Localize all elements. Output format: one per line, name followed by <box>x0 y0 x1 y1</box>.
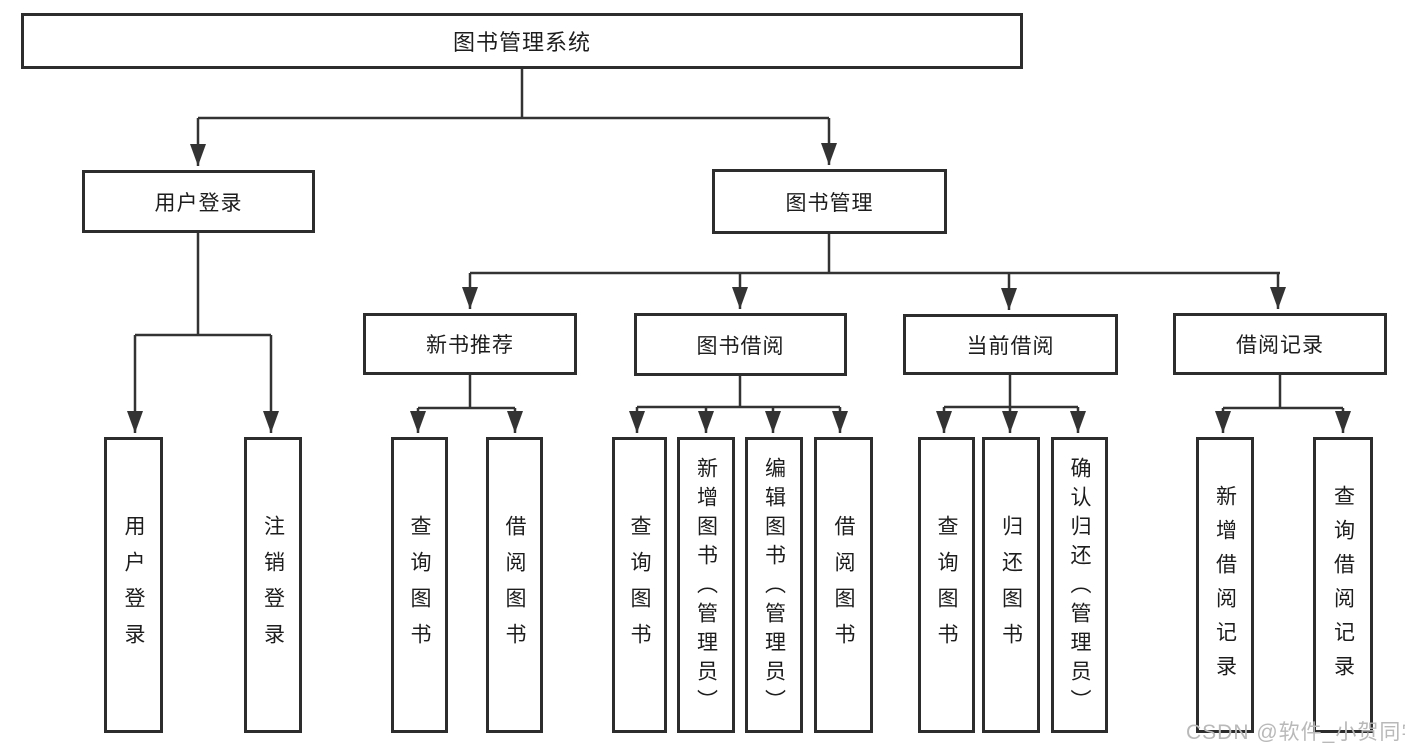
node-current-borrow: 当前借阅 <box>903 314 1118 375</box>
leaf-recommend-query-books: 查询图书 <box>391 437 448 733</box>
leaf-records-add-record: 新增借阅记录 <box>1196 437 1254 733</box>
connector-new-book-rec-children <box>410 375 523 433</box>
leaf-current-confirm-return-admin: 确认归还（管理员） <box>1051 437 1108 733</box>
node-book-management: 图书管理 <box>712 169 947 234</box>
connector-book-borrow-children <box>629 376 848 433</box>
node-book-borrow: 图书借阅 <box>634 313 847 376</box>
csdn-watermark: CSDN @软件_小贺同学 <box>1186 721 1405 744</box>
leaf-borrow-borrow-books: 借阅图书 <box>814 437 873 733</box>
leaf-borrow-query-books: 查询图书 <box>612 437 667 733</box>
node-user-login: 用户登录 <box>82 170 315 233</box>
leaf-current-return-books: 归还图书 <box>982 437 1040 733</box>
connector-current-borrow-children <box>936 375 1086 433</box>
leaf-borrow-add-books-admin: 新增图书（管理员） <box>677 437 735 733</box>
leaf-recommend-borrow-books: 借阅图书 <box>486 437 543 733</box>
leaf-records-query-record: 查询借阅记录 <box>1313 437 1373 733</box>
leaf-logout: 注销登录 <box>244 437 302 733</box>
connector-user-login-children <box>127 233 279 433</box>
node-root-system: 图书管理系统 <box>21 13 1023 69</box>
leaf-current-query-books: 查询图书 <box>918 437 975 733</box>
node-borrow-records: 借阅记录 <box>1173 313 1387 375</box>
connector-root-to-level2 <box>190 69 837 166</box>
leaf-user-login: 用户登录 <box>104 437 163 733</box>
leaf-borrow-edit-books-admin: 编辑图书（管理员） <box>745 437 803 733</box>
connector-borrow-records-children <box>1215 375 1351 433</box>
node-new-book-recommend: 新书推荐 <box>363 313 577 375</box>
connector-book-mgmt-children <box>462 234 1286 310</box>
